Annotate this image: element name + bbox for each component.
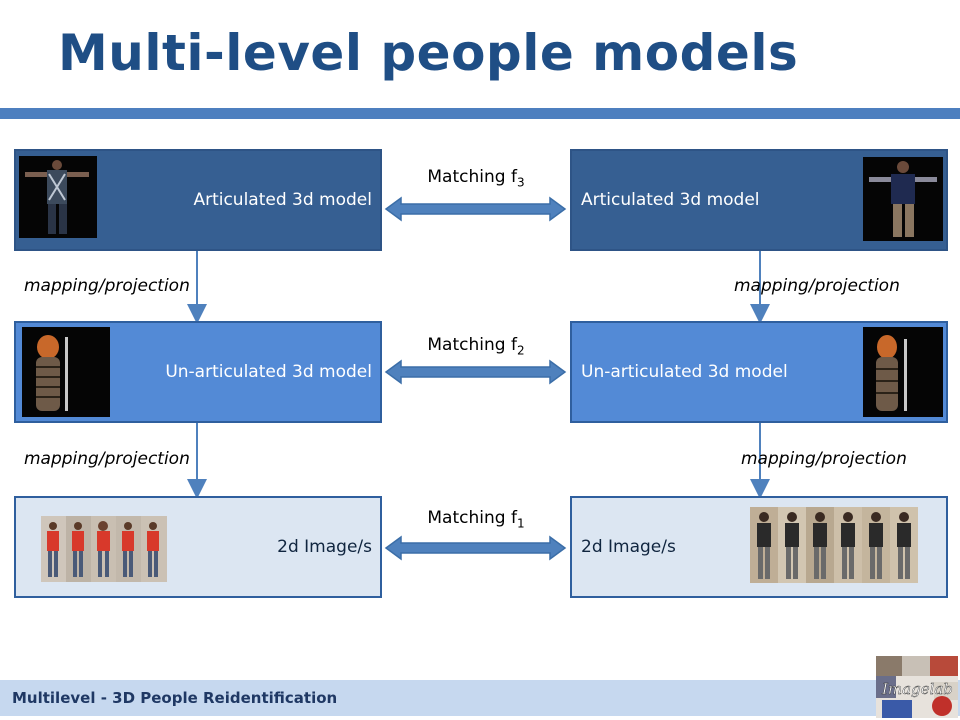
articulated-figure-thumbnail-left	[19, 156, 97, 238]
right-bottom-mapping-label: mapping/projection	[741, 449, 907, 469]
articulated-figure-thumbnail-right	[863, 157, 943, 241]
matching-label-level3: Matching f3	[386, 167, 566, 189]
unarticulated-figure-thumbnail-right	[863, 327, 943, 417]
matching-text-level1: Matching f	[427, 508, 517, 528]
unarticulated-figure-thumbnail-left	[22, 327, 110, 417]
2d-image-strip-right	[750, 507, 918, 583]
matching-arrow-level2	[384, 359, 567, 385]
matching-subscript-level1: 1	[516, 516, 525, 531]
left-articulated-box: Articulated 3d model	[14, 149, 382, 251]
matching-subscript-level2: 2	[516, 343, 525, 358]
left-unarticulated-box: Un-articulated 3d model	[14, 321, 382, 423]
matching-text-level2: Matching f	[427, 335, 517, 355]
matching-text-level3: Matching f	[427, 167, 517, 187]
right-2d-image-box: 2d Image/s	[570, 496, 948, 598]
matching-label-level2: Matching f2	[386, 335, 566, 357]
right-unarticulated-box: Un-articulated 3d model	[570, 321, 948, 423]
right-top-mapping-label: mapping/projection	[734, 276, 900, 296]
left-2d-image-label: 2d Image/s	[277, 537, 372, 557]
right-articulated-box: Articulated 3d model	[570, 149, 948, 251]
left-articulated-label: Articulated 3d model	[193, 190, 372, 210]
slide-title: Multi-level people models	[58, 24, 799, 82]
left-top-mapping-label: mapping/projection	[24, 276, 190, 296]
right-unarticulated-label: Un-articulated 3d model	[581, 362, 788, 382]
title-underline-bar	[0, 108, 960, 119]
logo-text: Imagelab	[881, 680, 953, 698]
left-2d-image-box: 2d Image/s	[14, 496, 382, 598]
footer-title: Multilevel - 3D People Reidentification	[12, 689, 338, 707]
2d-image-strip-left	[41, 516, 167, 582]
matching-arrow-level1	[384, 535, 567, 561]
matching-subscript-level3: 3	[516, 175, 525, 190]
imagelab-logo: Imagelab	[876, 656, 958, 718]
matching-label-level1: Matching f1	[386, 508, 566, 530]
right-2d-image-label: 2d Image/s	[581, 537, 676, 557]
left-bottom-mapping-label: mapping/projection	[24, 449, 190, 469]
footer-bar	[0, 680, 960, 716]
left-unarticulated-label: Un-articulated 3d model	[165, 362, 372, 382]
matching-arrow-level3	[384, 196, 567, 222]
right-articulated-label: Articulated 3d model	[581, 190, 760, 210]
